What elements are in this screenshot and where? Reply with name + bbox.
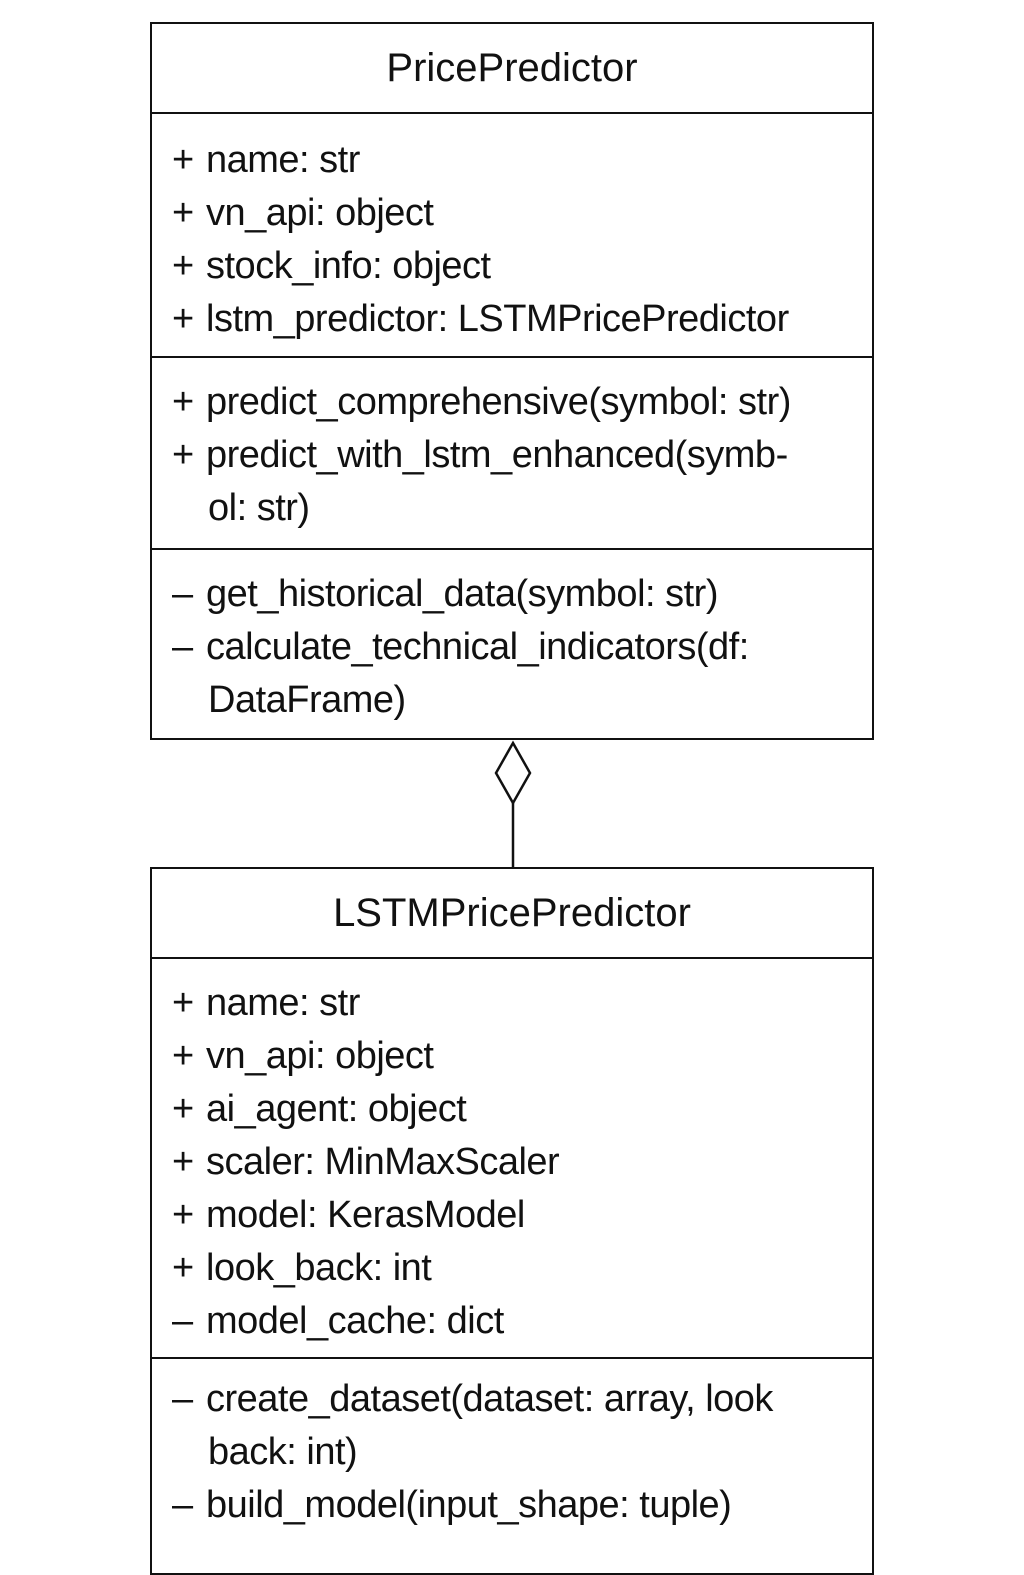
visibility-marker: + [172, 381, 194, 423]
operation-continuation: back: int) [208, 1431, 358, 1473]
attribute: + scaler: MinMaxScaler [152, 1136, 872, 1189]
attributes-compartment: + name: str + vn_api: object + stock_inf… [152, 114, 872, 358]
public-operations-compartment: + predict_comprehensive(symbol: str) + p… [152, 358, 872, 550]
attribute-signature: name: str [206, 982, 360, 1024]
operation-text: calculate_technical_indicators(df: [206, 626, 749, 668]
attribute: + stock_info: object [152, 240, 872, 293]
operation-signature: predict_with_lstm_enhanced(symb- ol: str… [206, 429, 866, 535]
operation: – calculate_technical_indicators(df: Dat… [152, 621, 872, 727]
operation: – build_model(input_shape: tuple) [152, 1479, 872, 1532]
class-box-lstm-price-predictor: LSTMPricePredictor + name: str + vn_api:… [150, 867, 874, 1575]
attributes-compartment: + name: str + vn_api: object + ai_agent:… [152, 959, 872, 1359]
operation-text: predict_comprehensive(symbol: str) [206, 381, 791, 423]
visibility-marker: + [172, 1247, 194, 1289]
class-name: LSTMPricePredictor [152, 869, 872, 959]
attribute-signature: model_cache: dict [206, 1300, 504, 1342]
visibility-marker: – [172, 1378, 193, 1420]
operation: + predict_with_lstm_enhanced(symb- ol: s… [152, 429, 872, 535]
private-operations-compartment: – get_historical_data(symbol: str) – cal… [152, 550, 872, 738]
attribute: + lstm_predictor: LSTMPricePredictor [152, 293, 872, 346]
attribute-signature: vn_api: object [206, 1035, 434, 1077]
attribute: + name: str [152, 977, 872, 1030]
class-name: PricePredictor [152, 24, 872, 114]
attribute-signature: vn_api: object [206, 192, 434, 234]
visibility-marker: – [172, 573, 193, 615]
visibility-marker: + [172, 139, 194, 181]
visibility-marker: + [172, 1088, 194, 1130]
visibility-marker: + [172, 245, 194, 287]
private-operations-compartment: – create_dataset(dataset: array, look ba… [152, 1359, 872, 1573]
attribute-signature: ai_agent: object [206, 1088, 467, 1130]
attribute: – model_cache: dict [152, 1295, 872, 1348]
attribute-signature: name: str [206, 139, 360, 181]
operation-signature: create_dataset(dataset: array, look back… [206, 1373, 866, 1479]
visibility-marker: + [172, 434, 194, 476]
operation: – get_historical_data(symbol: str) [152, 568, 872, 621]
attribute-signature: scaler: MinMaxScaler [206, 1141, 560, 1183]
operation-text: predict_with_lstm_enhanced(symb- [206, 434, 788, 476]
operation-continuation: ol: str) [208, 487, 310, 529]
attribute: + vn_api: object [152, 1030, 872, 1083]
operation-signature: predict_comprehensive(symbol: str) [206, 376, 866, 429]
operation-continuation: DataFrame) [208, 679, 406, 721]
visibility-marker: + [172, 298, 194, 340]
visibility-marker: + [172, 1141, 194, 1183]
visibility-marker: + [172, 982, 194, 1024]
attribute-signature: lstm_predictor: LSTMPricePredictor [206, 298, 789, 340]
visibility-marker: – [172, 1484, 193, 1526]
operation-signature: build_model(input_shape: tuple) [206, 1479, 866, 1532]
visibility-marker: – [172, 1300, 193, 1342]
attribute-signature: stock_info: object [206, 245, 491, 287]
operation: – create_dataset(dataset: array, look ba… [152, 1373, 872, 1479]
aggregation-diamond-icon [494, 740, 532, 806]
operation-text: build_model(input_shape: tuple) [206, 1484, 732, 1526]
operation-text: create_dataset(dataset: array, look [206, 1378, 773, 1420]
attribute-signature: look_back: int [206, 1247, 432, 1289]
visibility-marker: + [172, 1035, 194, 1077]
class-box-price-predictor: PricePredictor + name: str + vn_api: obj… [150, 22, 874, 740]
visibility-marker: + [172, 1194, 194, 1236]
operation: + predict_comprehensive(symbol: str) [152, 376, 872, 429]
attribute: + name: str [152, 134, 872, 187]
attribute: + vn_api: object [152, 187, 872, 240]
operation-signature: get_historical_data(symbol: str) [206, 568, 866, 621]
operation-signature: calculate_technical_indicators(df: DataF… [206, 621, 866, 727]
visibility-marker: – [172, 626, 193, 668]
attribute-signature: model: KerasModel [206, 1194, 525, 1236]
attribute: + model: KerasModel [152, 1189, 872, 1242]
operation-text: get_historical_data(symbol: str) [206, 573, 719, 615]
attribute: + ai_agent: object [152, 1083, 872, 1136]
attribute: + look_back: int [152, 1242, 872, 1295]
visibility-marker: + [172, 192, 194, 234]
